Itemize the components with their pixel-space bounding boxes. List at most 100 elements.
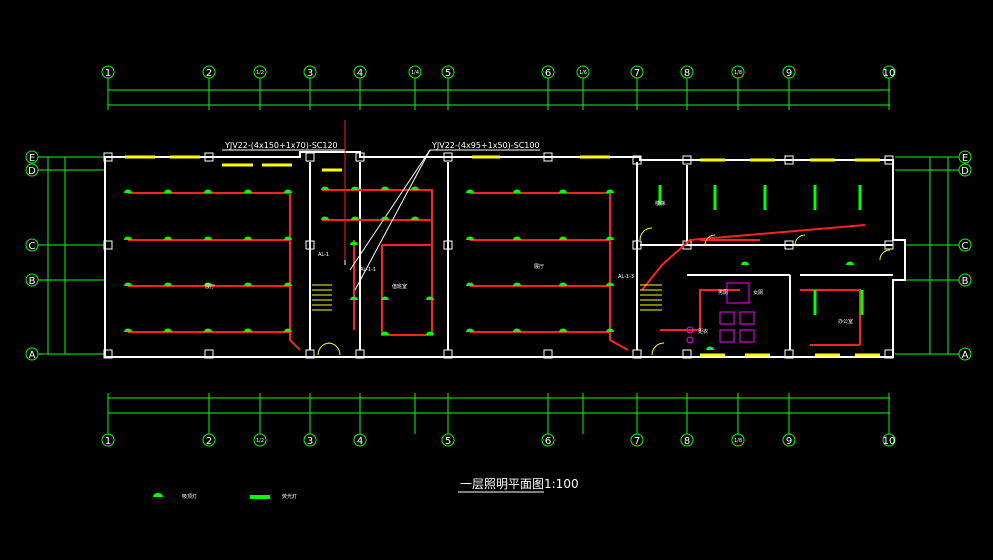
column: [784, 349, 794, 359]
axis-bubble-bottom-8: 8: [680, 433, 694, 447]
axis-bubble-top-6: 6: [541, 65, 555, 79]
axis-label: E: [29, 153, 35, 164]
column: [355, 152, 365, 162]
ceiling-lamp: [411, 186, 419, 190]
axis-label: 1/2: [256, 438, 264, 444]
axis-bubble-bottom-3: 3: [303, 433, 317, 447]
axis-label: B: [29, 276, 36, 287]
axis-label: 4: [357, 68, 363, 79]
column: [204, 349, 214, 359]
axis-bubble-top-1-4: 1/4: [408, 65, 422, 79]
axis-label: 10: [883, 436, 896, 447]
legend-lamp-symbol: [153, 493, 163, 497]
axis-label: 9: [786, 68, 792, 79]
room-label-men: 男厕: [718, 290, 728, 296]
toilet-fixtures: [686, 282, 755, 344]
ceiling-lamp: [513, 236, 521, 240]
axis-label: 6: [545, 68, 551, 79]
ceiling-lamp: [124, 189, 132, 193]
building-walls: [104, 151, 906, 358]
room-label-office: 办公室: [838, 318, 853, 325]
room-label-women: 女厕: [753, 289, 763, 296]
axis-bubble-bottom-1-8: 1/8: [731, 433, 745, 447]
ceiling-lamp: [381, 186, 389, 190]
ceiling-lamp: [559, 236, 567, 240]
dimension-lines: [47, 89, 949, 414]
legend-fluorescent-label: 荧光灯: [282, 493, 297, 500]
axis-bubble-top-5: 5: [441, 65, 455, 79]
axis-label: 5: [445, 68, 451, 79]
column: [543, 349, 553, 359]
axis-bubble-bottom-5: 5: [441, 433, 455, 447]
axis-label: 7: [634, 68, 640, 79]
axis-bubble-top-10: 10: [882, 65, 896, 79]
axis-bubble-top-7: 7: [630, 65, 644, 79]
room-label-exhibit-left: 展厅: [205, 284, 215, 290]
axis-bubble-bottom-6: 6: [541, 433, 555, 447]
axis-label: 1: [105, 68, 111, 79]
axis-label: 6: [545, 436, 551, 447]
column: [784, 155, 794, 165]
axis-label: A: [29, 350, 36, 361]
column: [305, 349, 315, 359]
room-label-exhibit-right: 展厅: [534, 264, 544, 270]
axis-bubble-bottom-10: 10: [882, 433, 896, 447]
column: [543, 152, 553, 162]
ceiling-lamp: [559, 328, 567, 332]
axis-bubble-bottom-4: 4: [353, 433, 367, 447]
axis-label: 1/8: [734, 70, 742, 76]
ceiling-lamp: [244, 328, 252, 332]
axis-label: 2: [206, 436, 212, 447]
column: [632, 155, 642, 165]
legend-lamp-label: 吸顶灯: [182, 493, 197, 500]
cable-label-right: YJV22-(4x95+1x50)-SC100: [431, 141, 540, 150]
room-label-stairs: 楼梯: [655, 200, 665, 207]
axis-label: E: [962, 153, 968, 164]
column: [443, 152, 453, 162]
ceiling-lamp: [284, 236, 292, 240]
ceiling-lamp: [606, 236, 614, 240]
axis-bubble-bottom-1: 1: [101, 433, 115, 447]
axis-label: 1: [105, 436, 111, 447]
axis-label: A: [962, 350, 969, 361]
axis-label: 1/4: [411, 70, 419, 76]
fluorescent-fixtures: [658, 185, 864, 315]
ceiling-lamp: [426, 296, 434, 300]
ceiling-lamp: [124, 236, 132, 240]
ceiling-lamp: [381, 216, 389, 220]
panel-label-al1-1: AL-1-1: [360, 267, 376, 273]
column: [204, 152, 214, 162]
axis-bubble-bottom-2: 2: [202, 433, 216, 447]
panel-label-al1: AL-1: [318, 252, 329, 258]
ceiling-lamp: [204, 189, 212, 193]
axis-bubble-bottom-7: 7: [630, 433, 644, 447]
doors: [317, 227, 891, 356]
column: [103, 152, 113, 162]
columns: [103, 152, 894, 359]
axis-label: 4: [357, 436, 363, 447]
axis-label: 8: [684, 68, 690, 79]
ceiling-lamp: [164, 282, 172, 286]
ceiling-lamp: [351, 186, 359, 190]
axis-label: 5: [445, 436, 451, 447]
axis-bubbles-right: E D C B A: [958, 150, 972, 361]
ceiling-lamp: [244, 282, 252, 286]
ceiling-lamp: [606, 328, 614, 332]
axis-label: D: [28, 166, 36, 177]
axis-label: B: [962, 276, 969, 287]
ceiling-lamp: [513, 189, 521, 193]
ceiling-lamp: [513, 282, 521, 286]
ceiling-lamp: [426, 331, 434, 335]
ceiling-lamp: [124, 282, 132, 286]
drawing-title: 一层照明平面图1:100: [460, 477, 579, 491]
ceiling-lamp: [321, 186, 329, 190]
column: [682, 155, 692, 165]
ceiling-lamp: [606, 282, 614, 286]
ceiling-lamp: [284, 282, 292, 286]
stairs-right: [640, 284, 662, 311]
column: [632, 240, 642, 250]
column: [884, 155, 894, 165]
column: [103, 240, 113, 250]
ceiling-lamp: [244, 189, 252, 193]
ceiling-lamp: [466, 282, 474, 286]
